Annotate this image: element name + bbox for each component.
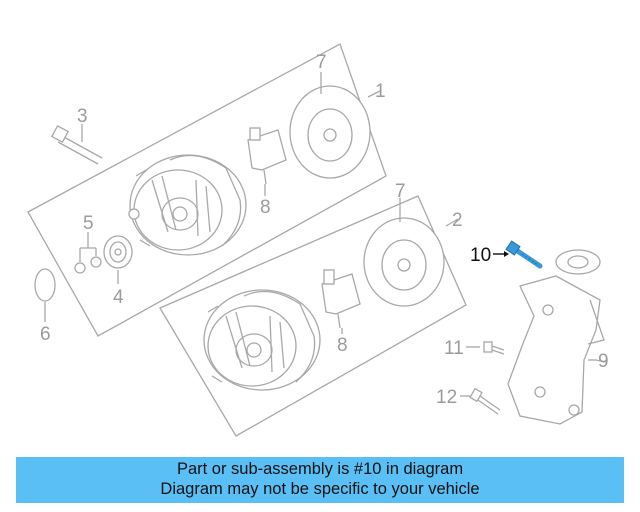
callout-7-lower: 7 xyxy=(395,181,406,202)
banner-line-1: Part or sub-assembly is #10 in diagram xyxy=(176,460,464,478)
rear-cover-lower xyxy=(363,217,445,307)
callout-8-lower: 8 xyxy=(337,335,348,356)
callout-3: 3 xyxy=(77,106,88,127)
nut-part-5 xyxy=(74,208,140,274)
alternator-lower xyxy=(203,289,321,391)
callout-11: 11 xyxy=(444,338,464,359)
callout-8-upper: 8 xyxy=(260,197,271,218)
callout-9: 9 xyxy=(598,351,609,372)
parts-diagram: 1 2 3 4 5 6 7 7 8 8 9 10 11 12 xyxy=(27,43,609,437)
callout-10[interactable]: 10 xyxy=(470,245,491,266)
regulator-upper xyxy=(247,127,287,185)
callout-5: 5 xyxy=(83,213,94,234)
disc-part-6 xyxy=(34,268,56,302)
callout-12: 12 xyxy=(436,387,457,408)
bolt-part-3 xyxy=(51,125,103,165)
callout-6: 6 xyxy=(40,324,51,345)
callout-4: 4 xyxy=(113,287,124,308)
alternator-upper xyxy=(129,154,247,256)
assembly-panel-lower xyxy=(159,195,467,437)
callout-2: 2 xyxy=(452,210,463,231)
bolt-part-12 xyxy=(469,387,501,415)
leader-lines xyxy=(44,72,596,397)
regulator-lower xyxy=(321,269,361,329)
assembly-panel-upper xyxy=(27,43,387,337)
bolt-part-10 xyxy=(505,240,543,269)
rear-cover-upper xyxy=(289,85,371,179)
banner-line-2: Diagram may not be specific to your vehi… xyxy=(160,479,480,498)
pulley-part-4 xyxy=(103,235,133,269)
bolt-part-11 xyxy=(483,341,505,355)
info-banner: Part or sub-assembly is #10 in diagram D… xyxy=(16,457,624,503)
bracket-part-9 xyxy=(507,249,607,425)
callout-7-upper: 7 xyxy=(316,52,327,73)
callout-1: 1 xyxy=(375,81,386,102)
